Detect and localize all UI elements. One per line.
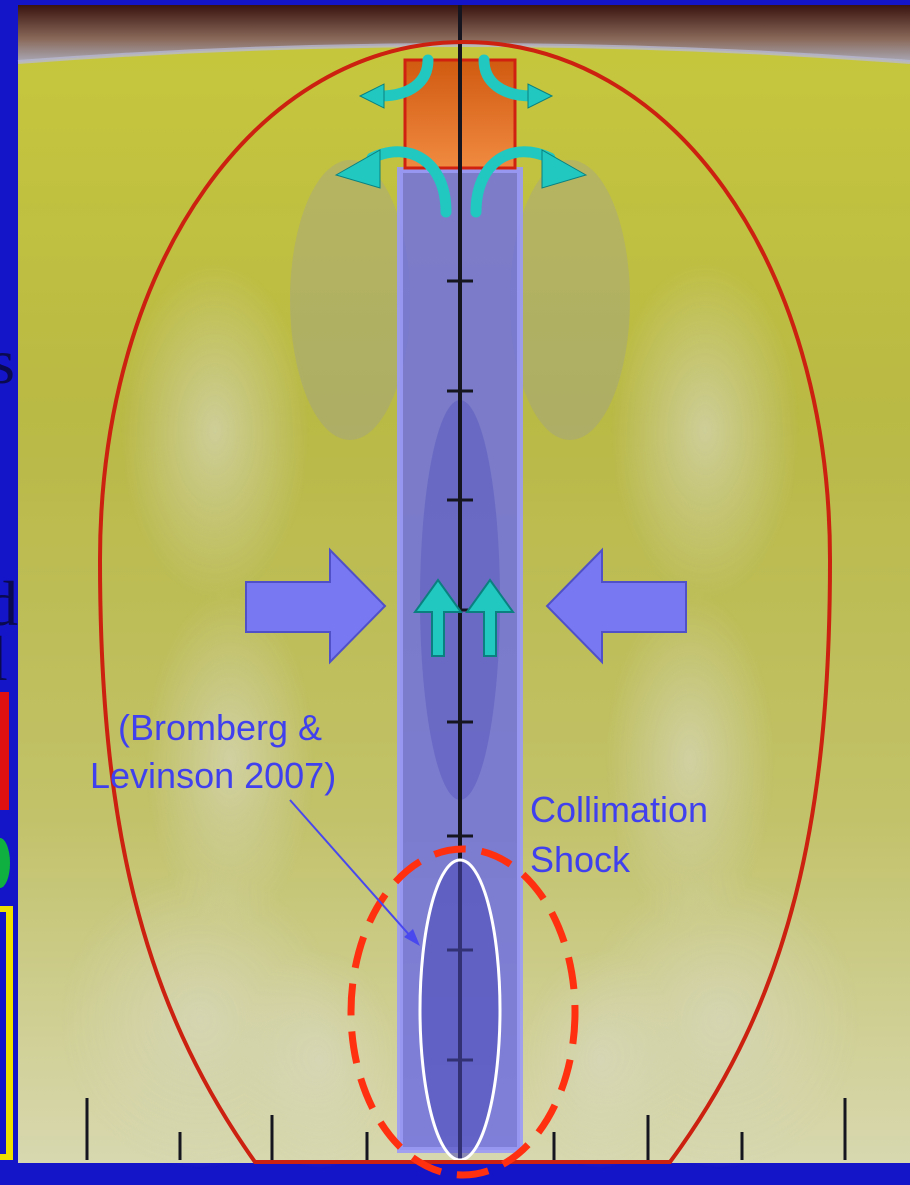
shock-label-line2: Shock — [530, 838, 630, 881]
left-green-shape — [0, 838, 10, 888]
left-text-fragment: l — [0, 627, 8, 691]
left-red-block — [0, 692, 9, 810]
citation-label-line1: (Bromberg & — [118, 706, 322, 749]
left-text-fragment: s — [0, 330, 15, 394]
shock-label-line1: Collimation — [530, 788, 708, 831]
citation-label-line2: Levinson 2007) — [90, 754, 336, 797]
